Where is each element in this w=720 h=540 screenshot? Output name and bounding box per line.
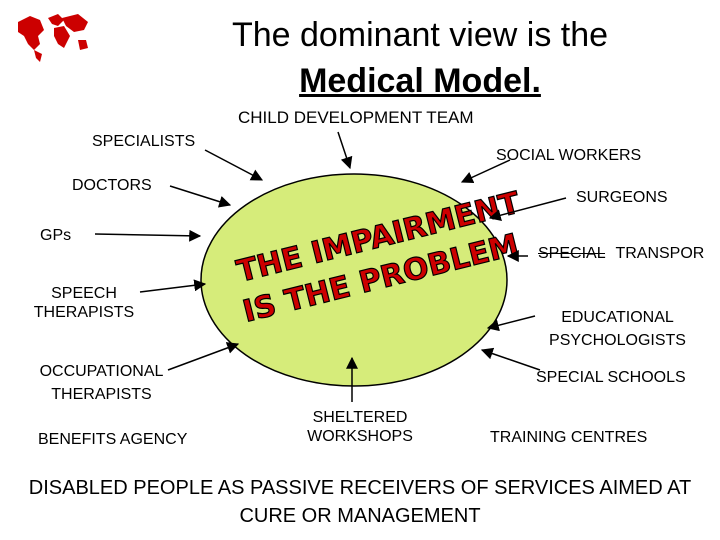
label-special-schools: SPECIAL SCHOOLS [536,369,686,386]
label-speech-therapists-2: THERAPISTS [33,304,135,322]
label-educational-psychologists-1: EDUCATIONAL [561,309,674,326]
footer-line2: CURE OR MANAGEMENT [239,505,481,527]
footer-line1: DISABLED PEOPLE AS PASSIVE RECEIVERS OF … [28,477,692,499]
label-specialists: SPECIALISTS [92,133,196,150]
label-occupational-therapists-1: OCCUPATIONAL [39,363,164,380]
arrow-doctors [169,185,232,208]
label-speech-therapists: SPEECH THERAPISTS [24,284,144,322]
title-line2: Medical Model. [299,62,541,100]
label-educational-psychologists: EDUCATIONAL PSYCHOLOGISTS [530,308,705,350]
label-gps: GPs [40,227,72,244]
label-sheltered-workshops: SHELTERED WORKSHOPS [290,408,430,446]
label-speech-therapists-1: SPEECH [51,285,117,302]
label-occupational-therapists: OCCUPATIONAL THERAPISTS [24,362,179,404]
label-training-centres: TRAINING CENTRES [490,429,648,446]
arrow-educational-psychologists [486,315,536,332]
label-sheltered-workshops-2: WORKSHOPS [307,428,413,446]
label-surgeons: SURGEONS [576,189,668,206]
footer-caption: DISABLED PEOPLE AS PASSIVE RECEIVERS OF … [0,474,720,530]
label-sheltered-workshops-1: SHELTERED [312,409,408,426]
arrow-child-development-team [337,131,353,170]
arrow-social-workers [460,159,511,183]
label-special-transport: SPECIAL TRANSPOR [538,244,704,263]
title-line1: The dominant view is the [231,16,609,54]
label-doctors: DOCTORS [72,177,152,194]
label-special-transport-a: SPECIAL [538,245,605,262]
label-benefits-agency: BENEFITS AGENCY [38,431,188,448]
arrow-special-schools [480,347,541,371]
label-occupational-therapists-2: THERAPISTS [51,386,152,404]
label-educational-psychologists-2: PSYCHOLOGISTS [549,332,686,350]
arrow-gps [94,229,202,242]
world-map-icon [18,14,88,62]
label-child-development-team: CHILD DEVELOPMENT TEAM [238,108,474,127]
arrow-surgeons [488,197,567,222]
label-social-workers: SOCIAL WORKERS [496,147,642,164]
arrow-occupational-therapists [167,342,240,371]
label-special-transport-b: TRANSPOR [615,245,705,262]
arrow-specialists [204,149,264,181]
page-title: The dominant view is the Medical Model. [190,12,650,104]
arrow-speech-therapists [139,279,207,293]
